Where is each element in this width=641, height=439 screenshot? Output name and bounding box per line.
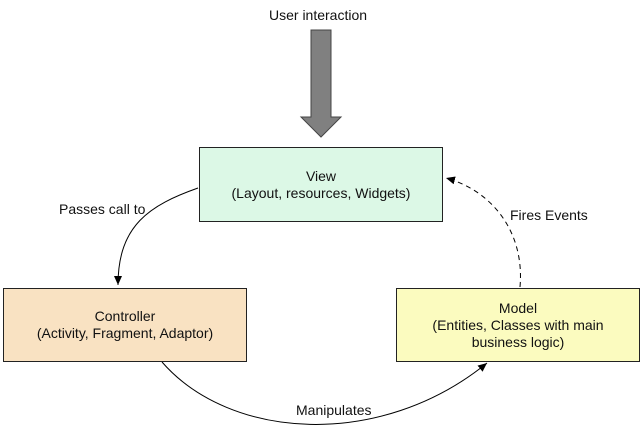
model-subtitle-line1: (Entities, Classes with main — [432, 316, 604, 333]
user-interaction-arrow — [299, 29, 343, 138]
fires-events-label: Fires Events — [510, 207, 588, 223]
user-interaction-label: User interaction — [269, 7, 368, 23]
controller-node: Controller (Activity, Fragment, Adaptor) — [3, 288, 247, 362]
manipulates-label: Manipulates — [296, 402, 372, 418]
edge-view-to-controller — [114, 187, 199, 286]
view-subtitle: (Layout, resources, Widgets) — [231, 184, 411, 201]
view-node: View (Layout, resources, Widgets) — [199, 147, 443, 222]
passes-call-to-label: Passes call to — [59, 201, 146, 217]
model-node: Model (Entities, Classes with main busin… — [396, 288, 640, 362]
model-title: Model — [498, 299, 538, 316]
model-subtitle-line2: business logic) — [471, 333, 565, 350]
edge-controller-to-model — [161, 361, 488, 425]
controller-subtitle: (Activity, Fragment, Adaptor) — [36, 325, 214, 341]
edge-model-to-view — [445, 176, 521, 288]
view-title: View — [305, 167, 337, 184]
controller-title: Controller — [94, 308, 156, 324]
